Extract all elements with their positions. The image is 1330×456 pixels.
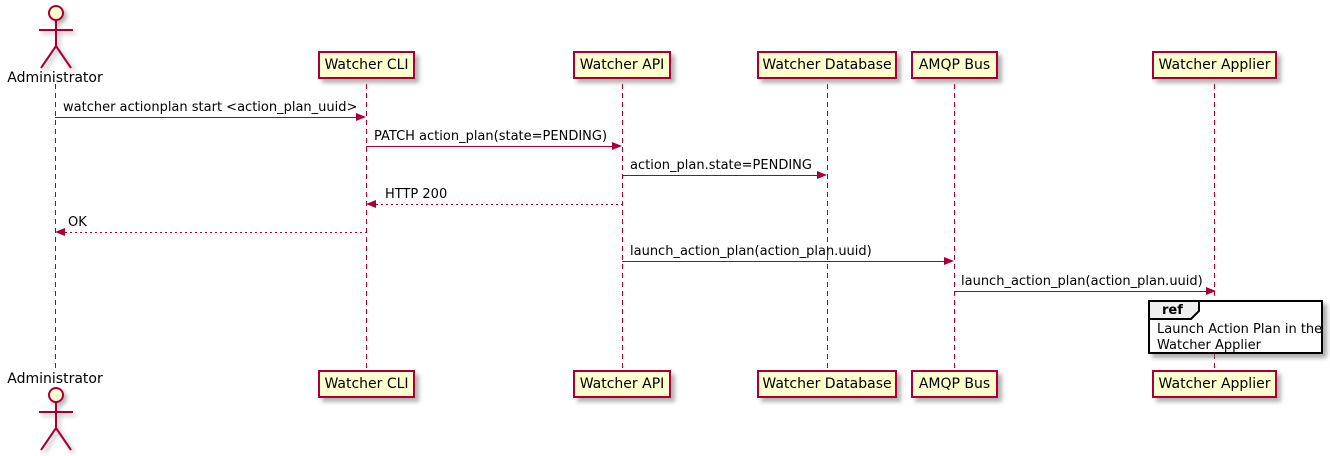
participant-label: Watcher CLI [324, 376, 409, 392]
ref-header-shape [1148, 300, 1200, 320]
message-line [55, 117, 358, 118]
participant-label: Watcher Database [762, 57, 892, 73]
actor-administrator-bottom: Administrator [7, 371, 103, 387]
arrowhead-right-icon [612, 142, 622, 150]
arrowhead-right-icon [944, 257, 954, 265]
participant-label: AMQP Bus [918, 376, 991, 392]
message-line [622, 175, 819, 176]
message-line [622, 261, 946, 262]
message-label: launch_action_plan(action_plan.uuid) [961, 274, 1203, 289]
arrowhead-right-icon [356, 113, 366, 121]
participant-amqp-bus-bottom: AMQP Bus [911, 370, 998, 398]
ref-fragment: ref Launch Action Plan in the Watcher Ap… [1148, 300, 1323, 354]
ref-text-line: Watcher Applier [1157, 338, 1261, 353]
ref-keyword: ref [1162, 303, 1183, 318]
actor-icon [39, 387, 73, 451]
message-line [65, 232, 366, 233]
ref-text: Launch Action Plan in the Watcher Applie… [1157, 322, 1322, 354]
lifeline-watcher-database [827, 84, 828, 370]
message-label: launch_action_plan(action_plan.uuid) [630, 244, 872, 259]
lifeline-administrator [55, 84, 56, 370]
message-label: action_plan.state=PENDING [630, 158, 812, 173]
actor-icon [39, 5, 73, 69]
participant-watcher-cli-bottom: Watcher CLI [318, 370, 415, 398]
participant-watcher-api-bottom: Watcher API [573, 370, 671, 398]
participant-amqp-bus-top: AMQP Bus [911, 51, 998, 79]
message-line [954, 291, 1206, 292]
arrowhead-left-icon [366, 200, 376, 208]
participant-label: Watcher Database [762, 376, 892, 392]
participant-watcher-api-top: Watcher API [573, 51, 671, 79]
lifeline-watcher-cli [366, 84, 367, 370]
participant-watcher-applier-bottom: Watcher Applier [1152, 370, 1277, 398]
participant-label: Watcher Applier [1158, 376, 1271, 392]
message-label: HTTP 200 [385, 187, 448, 202]
participant-label: Watcher API [579, 57, 665, 73]
lifeline-watcher-api [622, 84, 623, 370]
arrowhead-right-icon [1206, 287, 1216, 295]
ref-text-line: Launch Action Plan in the [1157, 322, 1323, 337]
participant-watcher-cli-top: Watcher CLI [318, 51, 415, 79]
message-label: watcher actionplan start <action_plan_uu… [63, 100, 358, 115]
participant-label: AMQP Bus [918, 57, 991, 73]
message-label: OK [68, 215, 87, 230]
participant-watcher-database-top: Watcher Database [757, 51, 897, 79]
actor-administrator-top: Administrator [7, 70, 103, 86]
lifeline-watcher-applier [1214, 84, 1215, 370]
message-label: PATCH action_plan(state=PENDING) [374, 129, 608, 144]
participant-label: Watcher API [579, 376, 665, 392]
message-line [366, 146, 614, 147]
arrowhead-left-icon [55, 228, 65, 236]
lifeline-amqp-bus [954, 84, 955, 370]
participant-watcher-database-bottom: Watcher Database [757, 370, 897, 398]
participant-watcher-applier-top: Watcher Applier [1152, 51, 1277, 79]
message-line [376, 204, 622, 205]
arrowhead-right-icon [817, 171, 827, 179]
participant-label: Watcher Applier [1158, 57, 1271, 73]
participant-label: Watcher CLI [324, 57, 409, 73]
